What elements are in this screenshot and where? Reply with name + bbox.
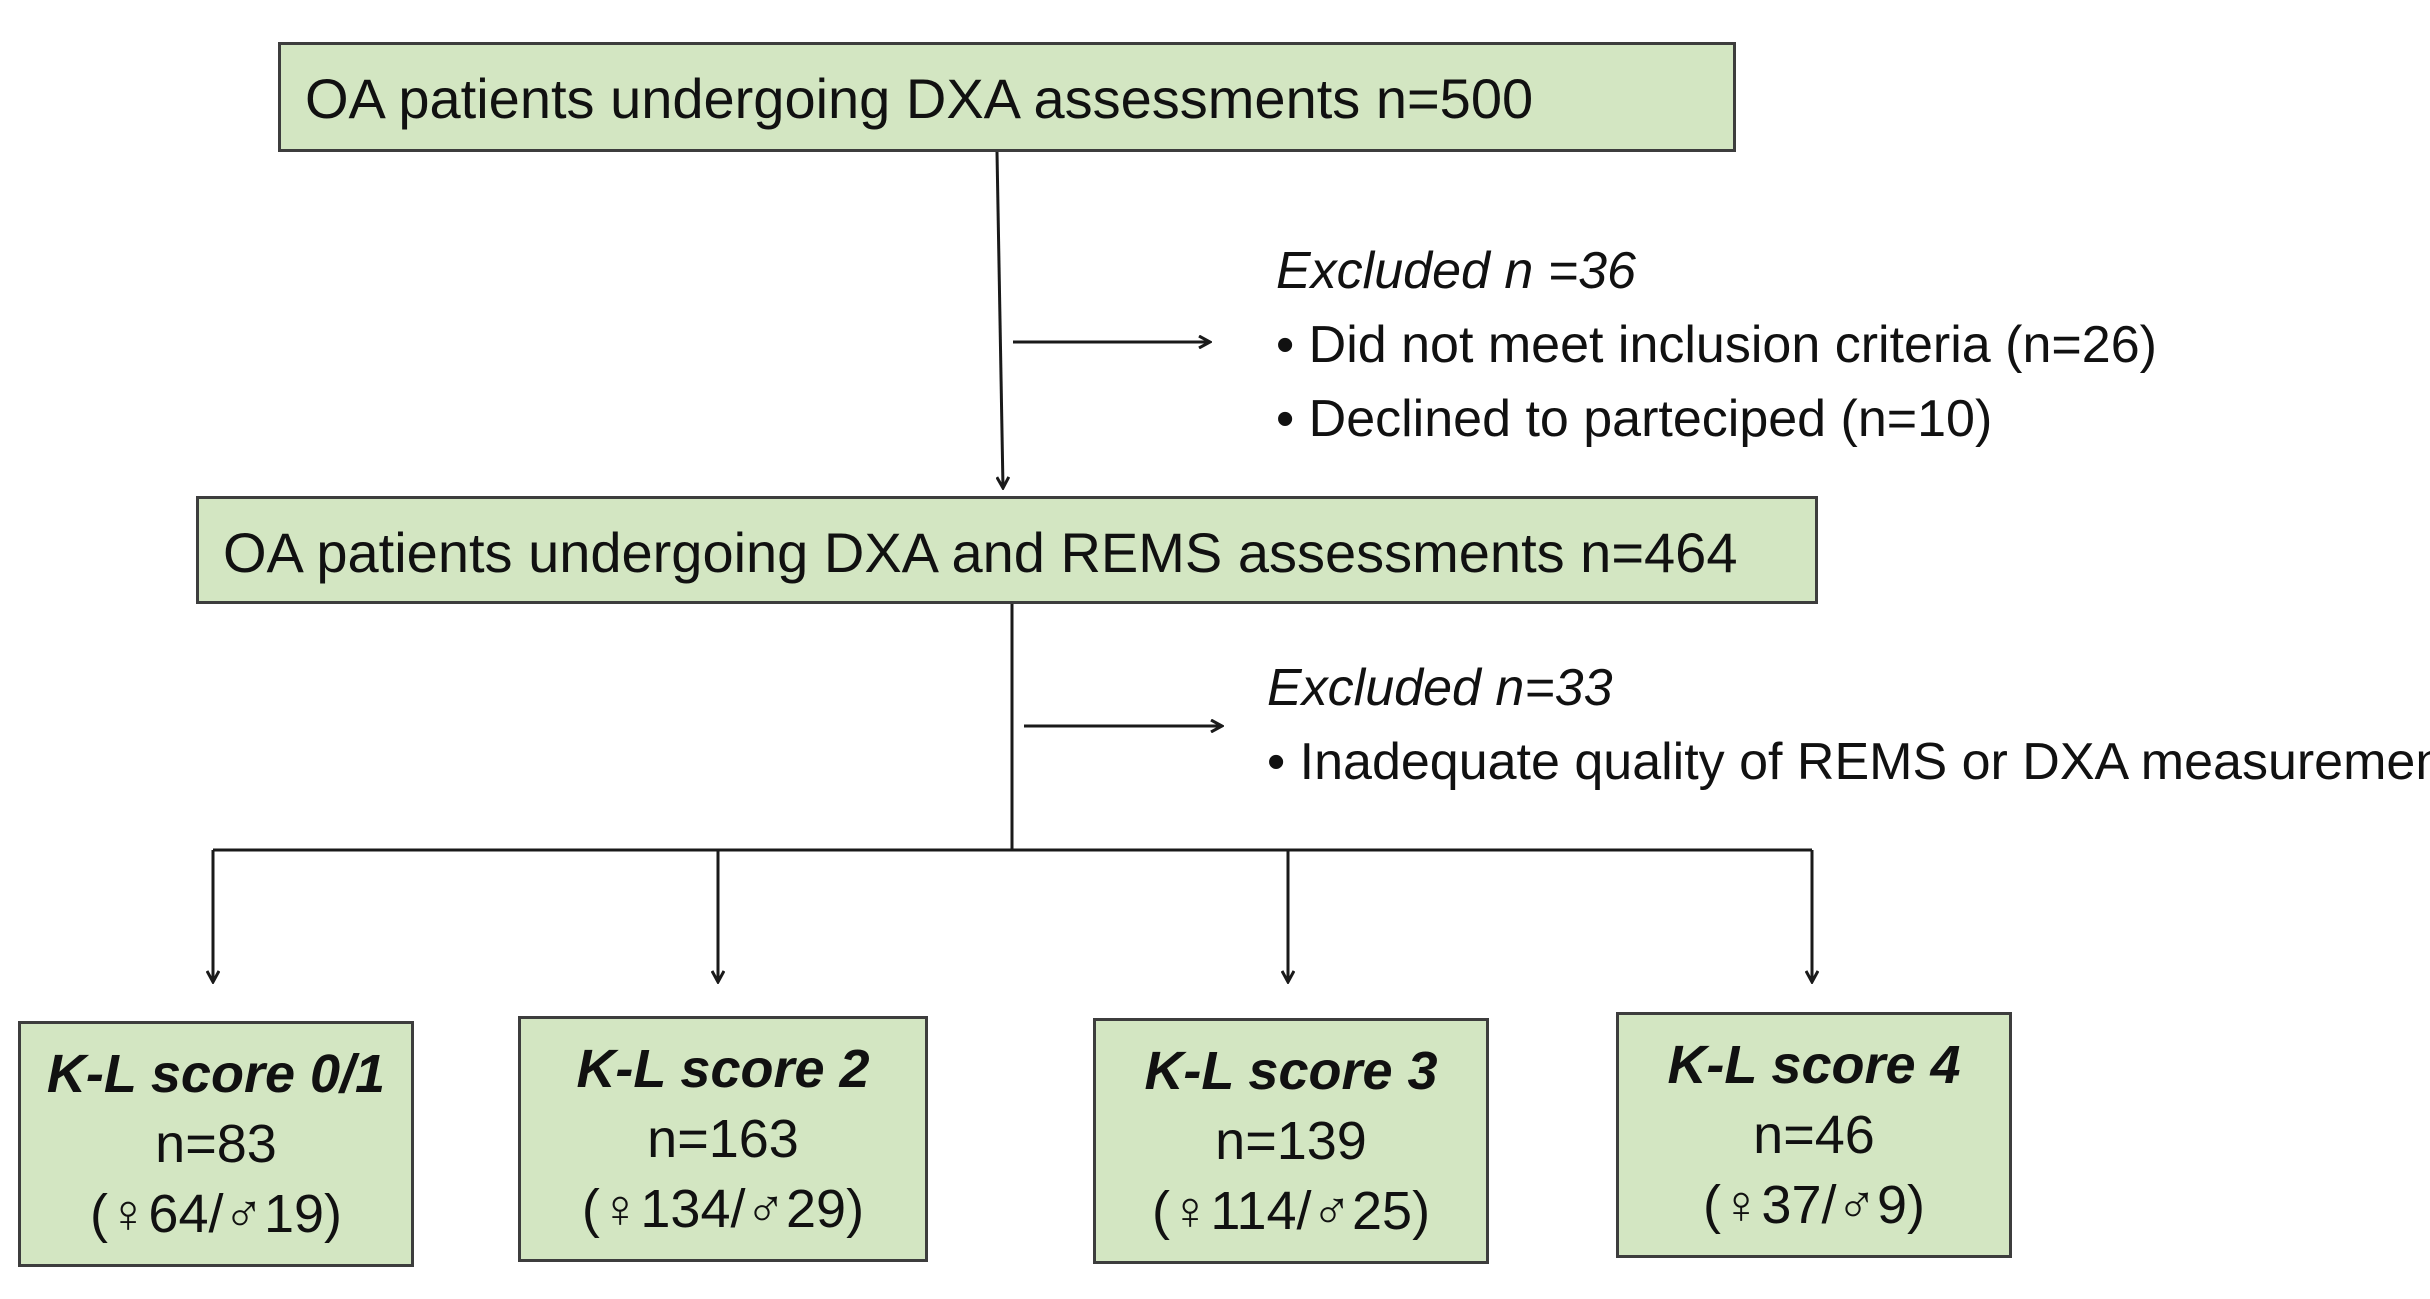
group-sex-split: (♀134/♂29) bbox=[581, 1179, 865, 1240]
arrow-top-to-mid bbox=[995, 151, 1003, 488]
group-title: K-L score 0/1 bbox=[46, 1043, 386, 1104]
exclusion-2: Excluded n=33 • Inadequate quality of RE… bbox=[1267, 662, 2430, 810]
group-title: K-L score 3 bbox=[1144, 1040, 1438, 1101]
group-title: K-L score 2 bbox=[576, 1038, 870, 1099]
group-title: K-L score 4 bbox=[1667, 1034, 1961, 1095]
group-count: n=46 bbox=[1753, 1104, 1875, 1165]
initial-cohort-box: OA patients undergoing DXA assessments n… bbox=[278, 42, 1736, 152]
analysis-cohort-box: OA patients undergoing DXA and REMS asse… bbox=[196, 496, 1818, 604]
group-sex-split: (♀37/♂9) bbox=[1702, 1175, 1926, 1236]
exclusion-1-title: Excluded n =36 bbox=[1276, 242, 1636, 300]
group-sex-split: (♀114/♂25) bbox=[1151, 1181, 1431, 1242]
exclusion-1-item: • Did not meet inclusion criteria (n=26) bbox=[1276, 316, 2157, 374]
group-box-kl-2: K-L score 2 n=163 (♀134/♂29) bbox=[518, 1016, 928, 1262]
group-box-kl-3: K-L score 3 n=139 (♀114/♂25) bbox=[1093, 1018, 1489, 1264]
exclusion-1: Excluded n =36 • Did not meet inclusion … bbox=[1276, 245, 2157, 467]
group-box-kl-4: K-L score 4 n=46 (♀37/♂9) bbox=[1616, 1012, 2012, 1258]
group-count: n=139 bbox=[1215, 1110, 1367, 1171]
group-sex-split: (♀64/♂19) bbox=[89, 1184, 343, 1245]
group-box-kl-0-1: K-L score 0/1 n=83 (♀64/♂19) bbox=[18, 1021, 414, 1267]
initial-cohort-label: OA patients undergoing DXA assessments n… bbox=[305, 67, 1534, 130]
group-count: n=83 bbox=[155, 1113, 277, 1174]
exclusion-2-item: • Inadequate quality of REMS or DXA meas… bbox=[1267, 733, 2430, 791]
analysis-cohort-label: OA patients undergoing DXA and REMS asse… bbox=[223, 521, 1738, 584]
exclusion-1-item: • Declined to parteciped (n=10) bbox=[1276, 390, 1993, 448]
group-count: n=163 bbox=[647, 1108, 799, 1169]
exclusion-2-title: Excluded n=33 bbox=[1267, 659, 1613, 717]
